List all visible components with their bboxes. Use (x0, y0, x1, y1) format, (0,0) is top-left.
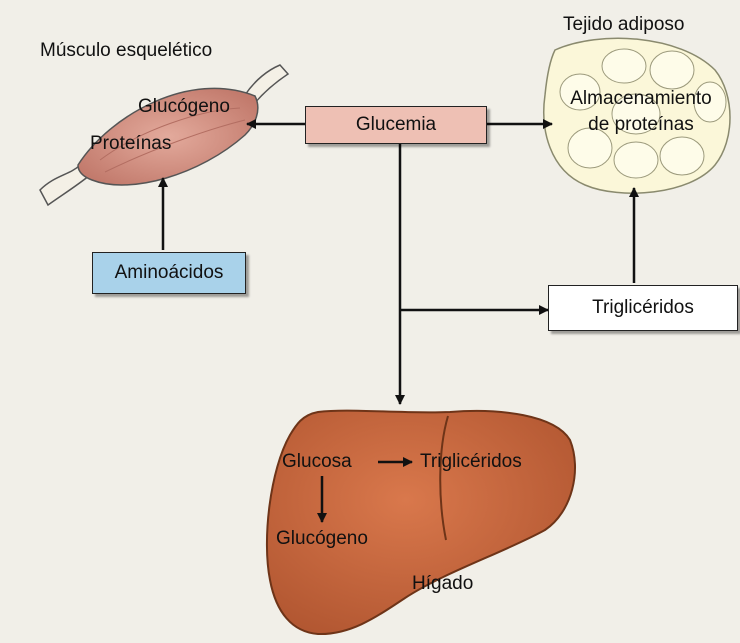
liver-icon (267, 411, 575, 634)
higado-title: Hígado (412, 573, 473, 595)
almacenamiento-label-line2: de proteínas (546, 114, 736, 136)
trigliceridos-box: Triglicéridos (548, 285, 738, 331)
aminoacidos-box: Aminoácidos (92, 252, 246, 294)
almacenamiento-label-line1: Almacenamiento (546, 88, 736, 110)
glucemia-label: Glucemia (356, 114, 436, 136)
glucogeno-musculo-label: Glucógeno (138, 96, 230, 118)
aminoacidos-label: Aminoácidos (115, 262, 224, 284)
glucosa-higado-label: Glucosa (282, 451, 352, 473)
tejido-adiposo-title: Tejido adiposo (563, 14, 684, 36)
trigliceridos-higado-label: Triglicéridos (420, 451, 522, 473)
proteinas-musculo-label: Proteínas (90, 133, 171, 155)
glucogeno-higado-label: Glucógeno (276, 528, 368, 550)
trigliceridos-box-label: Triglicéridos (592, 297, 694, 319)
glucemia-box: Glucemia (305, 106, 487, 144)
musculo-esqueletico-title: Músculo esquelético (40, 40, 212, 62)
